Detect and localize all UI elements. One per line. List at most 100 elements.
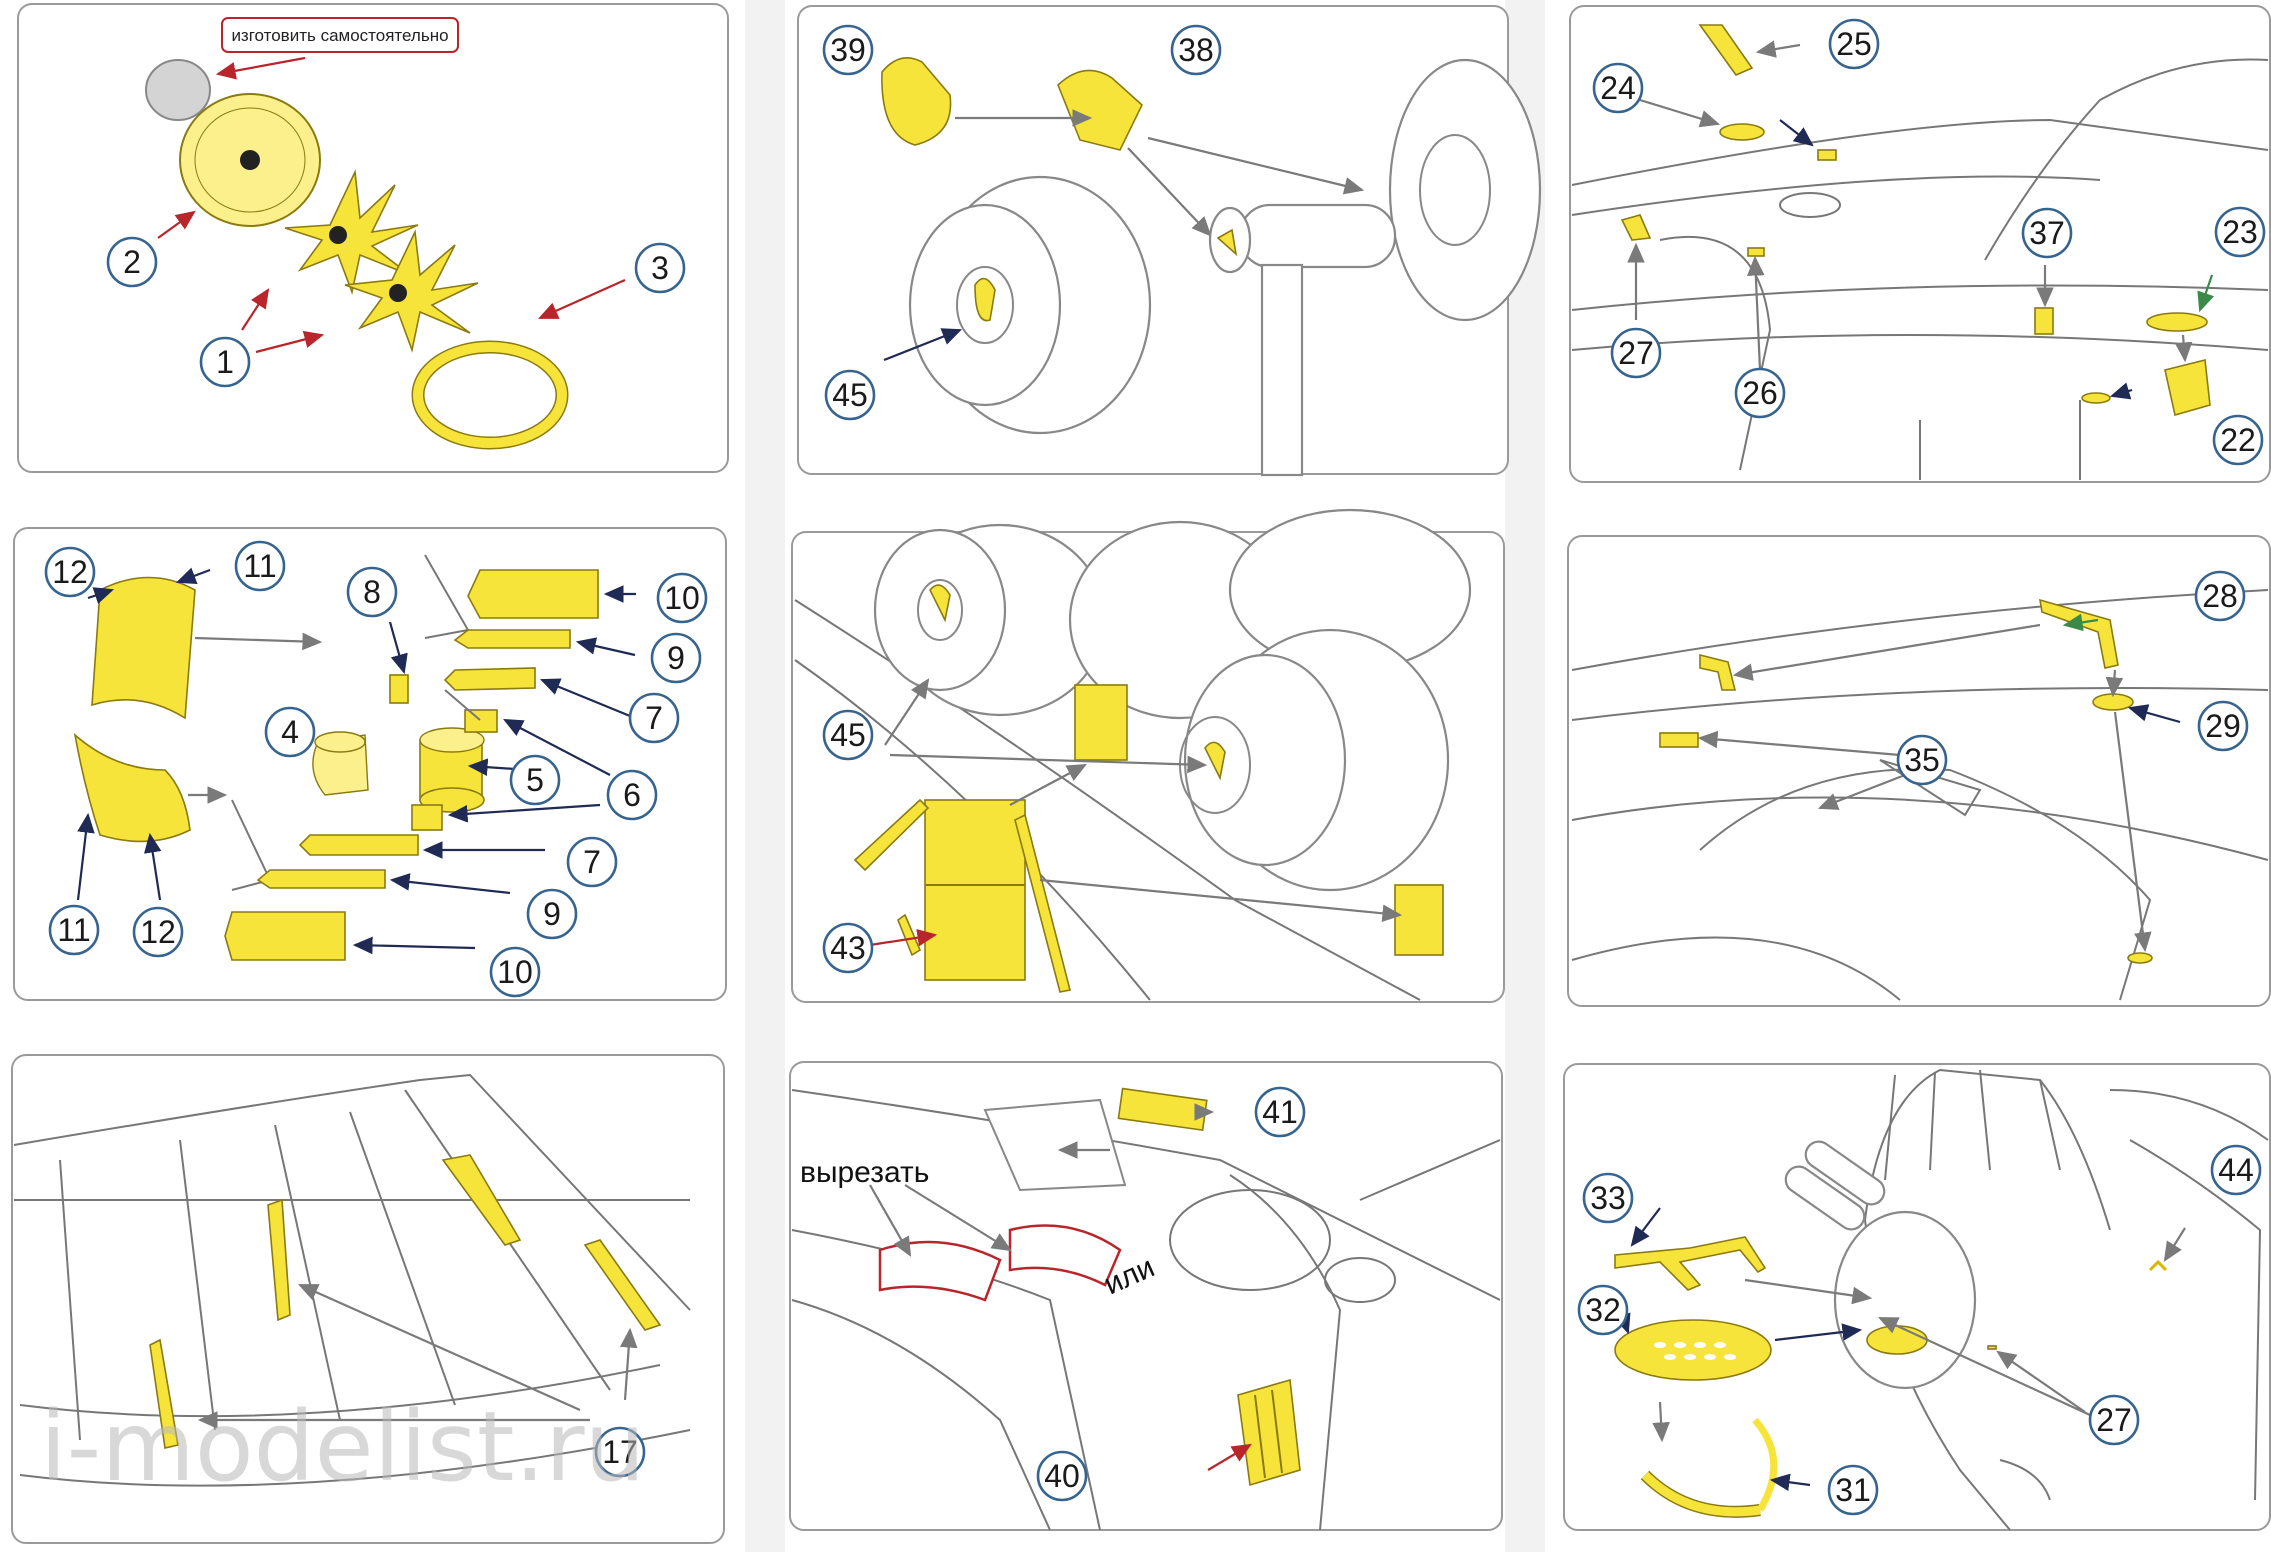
svg-text:29: 29	[2205, 708, 2241, 744]
fan-blades-lower	[344, 229, 479, 353]
watermark: i-modelist.ru	[40, 1391, 645, 1503]
panel-main-gear: 45 43	[791, 508, 1505, 1003]
cowl-panel-lower	[73, 732, 191, 843]
callout-10-top: 10	[656, 572, 708, 624]
door-panel-small	[1074, 684, 1128, 761]
door-panel-right	[1394, 884, 1444, 956]
callout-12-bottom: 12	[132, 906, 184, 958]
callout-38: 38	[1170, 24, 1222, 76]
grid-32	[1614, 1319, 1772, 1381]
svg-text:6: 6	[623, 777, 641, 813]
svg-text:1: 1	[216, 344, 234, 380]
svg-text:4: 4	[281, 714, 299, 750]
insert-plate	[983, 1098, 1127, 1192]
svg-text:10: 10	[664, 580, 700, 616]
svg-text:2: 2	[123, 244, 141, 280]
svg-text:41: 41	[1262, 1094, 1298, 1130]
svg-text:11: 11	[57, 912, 90, 948]
exhaust-parts-upper	[389, 554, 599, 733]
callout-28: 28	[2194, 570, 2246, 622]
svg-text:25: 25	[1836, 26, 1872, 62]
svg-text:43: 43	[830, 930, 866, 966]
wiper-strip-a	[267, 1198, 291, 1322]
panel-nose-gear: 39 38 45	[797, 5, 1542, 477]
hub-plate-39	[881, 56, 952, 146]
part-35	[1659, 732, 1699, 748]
callout-27: 27	[1610, 327, 1662, 379]
callout-37: 37	[2021, 207, 2073, 259]
callout-40: 40	[1036, 1450, 1088, 1502]
part-44	[2148, 1259, 2168, 1272]
svg-text:33: 33	[1590, 1180, 1626, 1216]
svg-text:26: 26	[1742, 375, 1778, 411]
make-yourself-box	[221, 17, 459, 53]
part-22	[2164, 359, 2211, 417]
svg-text:11: 11	[243, 548, 276, 584]
callout-8: 8	[346, 566, 398, 618]
callout-11-bottom: 11	[48, 904, 100, 956]
svg-text:44: 44	[2218, 1152, 2254, 1188]
part-24	[1719, 123, 1765, 141]
svg-text:3: 3	[651, 250, 669, 286]
callout-29: 29	[2197, 700, 2249, 752]
callout-12-top: 12	[44, 546, 96, 598]
svg-text:35: 35	[1904, 742, 1940, 778]
svg-text:5: 5	[526, 762, 544, 798]
callout-32: 32	[1577, 1284, 1629, 1336]
gear-axle	[1208, 203, 1397, 477]
callout-3: 3	[634, 242, 686, 294]
callout-10-bottom: 10	[489, 946, 541, 998]
cutout-right	[1008, 1224, 1122, 1287]
callout-22: 22	[2212, 414, 2264, 466]
svg-text:7: 7	[645, 700, 663, 736]
svg-text:12: 12	[52, 554, 88, 590]
spinner-cone	[145, 59, 211, 121]
callout-1: 1	[199, 336, 251, 388]
svg-text:38: 38	[1178, 32, 1214, 68]
svg-text:40: 40	[1044, 1458, 1080, 1494]
svg-text:37: 37	[2029, 215, 2065, 251]
svg-text:8: 8	[363, 574, 381, 610]
main-wheel-top-left	[873, 523, 1107, 717]
svg-text:45: 45	[830, 717, 866, 753]
callout-31: 31	[1827, 1464, 1879, 1516]
gear-door-43	[853, 798, 1071, 993]
panel-wing-upper: 25 24 37 23 27 26 22	[1569, 5, 2271, 483]
callout-17: 17	[594, 1426, 646, 1478]
panel-nacelle-parts: 12 11 8 10 9 7 4 5 6 7 9 10 11 12	[13, 527, 727, 1001]
part-27b	[1987, 1345, 1997, 1350]
wiper-strip-d	[583, 1239, 662, 1331]
callout-9-top: 9	[650, 632, 702, 684]
panel-engine-fan: изготовить самостоятельно 2 1 3	[17, 3, 729, 473]
svg-text:9: 9	[667, 640, 685, 676]
callout-24: 24	[1592, 62, 1644, 114]
part-27	[1620, 214, 1652, 241]
hub-plate-38	[1057, 69, 1143, 151]
part-28	[2039, 598, 2119, 669]
svg-text:22: 22	[2220, 422, 2256, 458]
part-26	[1747, 247, 1765, 257]
callout-5: 5	[509, 754, 561, 806]
ring-3	[411, 340, 569, 450]
callout-25: 25	[1828, 18, 1880, 70]
cowl-panel-upper	[91, 576, 196, 720]
make-yourself-note: изготовить самостоятельно	[231, 26, 448, 45]
svg-text:28: 28	[2202, 578, 2238, 614]
panel-fuselage-vents: вырезать или 41 40	[789, 1061, 1503, 1531]
callout-26: 26	[1734, 367, 1786, 419]
nose-wheel-left	[908, 175, 1152, 435]
wiper-strip-c	[441, 1154, 522, 1246]
panel-wing-lower: 28 29 35	[1567, 535, 2271, 1007]
grille-40	[1237, 1378, 1301, 1487]
callout-9-bottom: 9	[526, 888, 578, 940]
nose-wheel-right	[1388, 58, 1542, 322]
callout-33: 33	[1582, 1172, 1634, 1224]
part-23	[2146, 312, 2208, 332]
svg-text:45: 45	[832, 377, 868, 413]
svg-text:27: 27	[2096, 1402, 2132, 1438]
svg-text:12: 12	[140, 914, 176, 950]
part-22b	[2081, 392, 2111, 404]
cut-out-note: вырезать	[800, 1156, 929, 1189]
main-wheel-front	[1179, 628, 1450, 892]
